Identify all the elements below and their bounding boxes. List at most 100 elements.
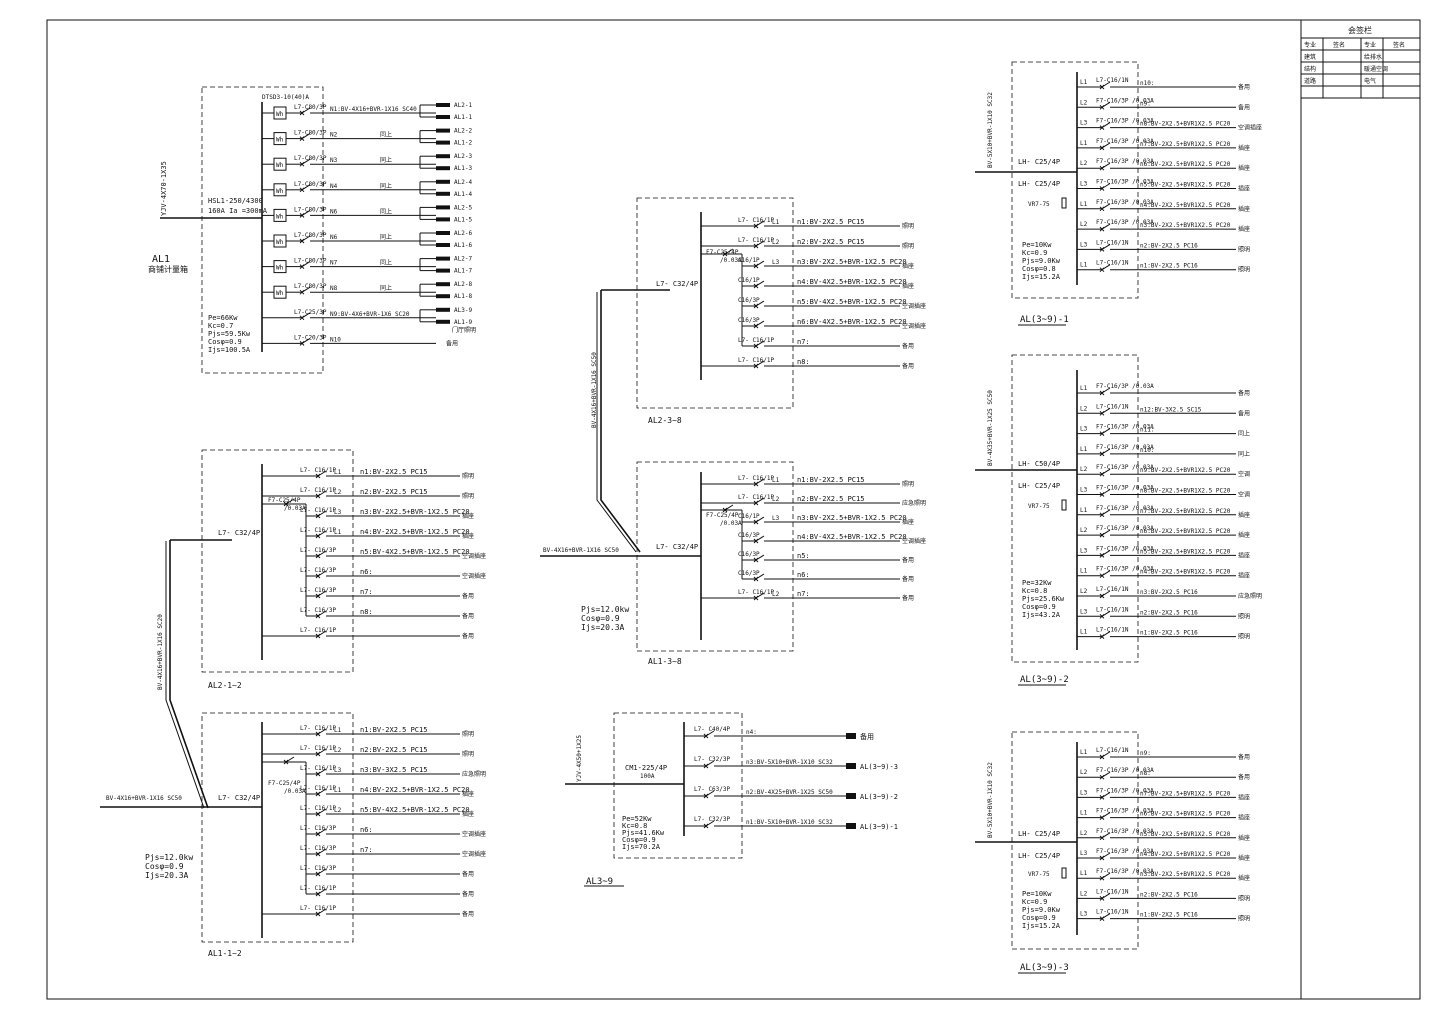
al39-1-phase-9: L3: [1080, 241, 1088, 248]
al1-load-b-7: AL1-7: [454, 268, 472, 275]
panel-al1-3-8: AL1-3~8 BV-4X16+BVR-1X16 SC50 L7- C32/4P…: [540, 461, 926, 666]
al3-9-breaker-1: L7- C40/4P: [694, 726, 731, 733]
al39-3-breaker-symbol-5: [1099, 832, 1111, 841]
al1-3-8-load-2: 应急照明: [902, 499, 926, 507]
panel-al39-2-title: AL(3~9)-2: [1020, 675, 1069, 685]
al2-1-2-load-3: 插座: [462, 512, 474, 520]
al2-1-2-phase-2: L2: [334, 489, 342, 496]
al1-3-8-cable-7: n7:: [797, 590, 810, 598]
panel-al39-2-param-5: Ijs=43.2A: [1022, 611, 1061, 619]
al2-3-8-cable-3: n3:BV-2X2.5+BVR-1X2.5 PC20: [797, 258, 907, 266]
al2-3-8-breaker-2: L7- C16/1P: [738, 237, 775, 244]
al1-note-4: 同上: [380, 182, 392, 190]
al39-2-cable-5: n9:BV-2X2.5+BVR1X2.5 PC20: [1140, 467, 1231, 474]
al39-2-load-5: 空调: [1238, 470, 1250, 478]
drawing-frame: [46, 19, 1421, 1000]
al39-2-cable-6: n8:BV-2X2.5+BVR1X2.5 PC20: [1140, 488, 1231, 495]
al39-2-phase-7: L1: [1080, 507, 1088, 514]
al39-2-breaker-13: L7-C16/1N: [1096, 627, 1129, 634]
al39-3-breaker-3: F7-C16/3P /0.03A: [1096, 787, 1154, 794]
panel-al2-1-2-title: AL2-1~2: [208, 681, 242, 690]
sign-block: 会签栏 专业 签名 专业 签名 建筑 给排水 结构 暖通空调 道路 电气: [1300, 19, 1421, 99]
al1-cable-8: N8: [330, 285, 338, 292]
al1-1-2-breaker-symbol-8: [315, 868, 327, 877]
al39-3-load-3: 插座: [1238, 793, 1250, 801]
panel-al1-1-2-param-2: Cosφ=0.9: [145, 862, 184, 871]
al39-2-breaker-7: F7-C16/3P /0.03A: [1096, 505, 1154, 512]
al39-2-phase-1: L1: [1080, 385, 1088, 392]
al39-3-phase-6: L3: [1080, 850, 1088, 857]
panel-al1-param-1: Pe=66Kw: [208, 314, 238, 322]
al2-3-8-breaker-8: L7- C16/1P: [738, 357, 775, 364]
panel-al3-9-title: AL3~9: [586, 877, 613, 887]
al1-1-2-breaker-5: L7- C16/1P: [300, 805, 337, 812]
panel-al1-1-2-rcd-2: /0.03A: [284, 788, 306, 795]
al2-3-8-breaker-3: C16/1P: [738, 257, 760, 264]
al2-1-2-load-2: 照明: [462, 493, 474, 500]
al39-1-breaker-1: L7-C16/1N: [1096, 77, 1129, 84]
al39-1-cable-3: n8:BV-2X2.5+BVR1X2.5 PC20: [1140, 121, 1231, 128]
al39-1-breaker-symbol-6: [1099, 183, 1111, 191]
panel-al39-1: AL(3~9)-1 BV-5X10+BVR-1X10 SC32 LH- C25/…: [975, 61, 1262, 326]
al1-breaker-symbol-2: [299, 133, 311, 141]
al3-9-cable-2: n3:BV-5X10+BVR-1X10 SC32: [746, 759, 833, 766]
al2-1-2-cable-5: n5:BV-4X2.5+BVR-1X2.5 PC20: [360, 548, 470, 556]
al1-load-b-2: AL1-2: [454, 140, 472, 147]
al1-3-8-breaker-3: C16/1P: [738, 513, 760, 520]
al2-1-2-load-6: 空调插座: [462, 572, 486, 580]
al39-3-load-9: 照明: [1238, 916, 1250, 923]
al3-9-cable-1: n4:: [746, 729, 757, 736]
al2-1-2-breaker-7: L7- C16/3P: [300, 587, 337, 594]
al1-1-2-breaker-7: L7- C16/3P: [300, 845, 337, 852]
al39-2-breaker-symbol-11: [1099, 590, 1111, 599]
al1-breaker-9: L7-C25/3P: [294, 309, 327, 316]
svg-text:Wh: Wh: [276, 290, 284, 297]
al2-1-2-breaker-symbol-8: [315, 610, 327, 619]
panel-al39-3-param-1: Pe=10Kw: [1022, 890, 1052, 898]
al1-load-a-2: AL2-2: [454, 128, 472, 135]
al1-1-2-phase-5: L2: [334, 807, 342, 814]
panel-al1-3-8-param-2: Cosφ=0.9: [581, 614, 620, 623]
panel-al3-9-param-1: Pe=52Kw: [622, 815, 652, 823]
al2-3-8-breaker-1: L7- C16/1P: [738, 217, 775, 224]
al1-cable-9: N9:BV-4X6+BVR-1X6 SC20: [330, 311, 410, 318]
al2-3-8-load-8: 备用: [902, 362, 914, 370]
panel-al39-3-param-3: Pjs=9.0Kw: [1022, 906, 1061, 914]
svg-text:Wh: Wh: [276, 239, 284, 246]
panel-al1-3-8-main: L7- C32/4P: [656, 543, 698, 551]
al39-1-breaker-3: F7-C16/3P /0.03A: [1096, 118, 1154, 125]
al3-9-breaker-symbol-2: [703, 760, 715, 769]
al39-1-load-5: 插座: [1238, 164, 1250, 172]
al39-3-load-1: 备用: [1238, 753, 1250, 761]
al1-load-b-4: AL1-4: [454, 191, 472, 198]
al39-1-breaker-symbol-1: [1099, 81, 1111, 90]
al2-3-8-load-5: 空调插座: [902, 302, 926, 310]
al1-3-8-load-6: 备用: [902, 575, 914, 583]
al39-2-phase-12: L3: [1080, 608, 1088, 615]
panel-al39-1-param-5: Ijs=15.2A: [1022, 273, 1061, 281]
al2-1-2-breaker-symbol-4: [315, 530, 327, 539]
al2-1-2-load-8: 备用: [462, 612, 474, 620]
al39-1-breaker-10: L7-C16/1N: [1096, 260, 1129, 267]
panel-al1-param-5: Ijs=100.5A: [208, 346, 251, 354]
al1-3-8-phase-1: L1: [772, 477, 780, 484]
al39-1-breaker-symbol-4: [1099, 142, 1111, 151]
